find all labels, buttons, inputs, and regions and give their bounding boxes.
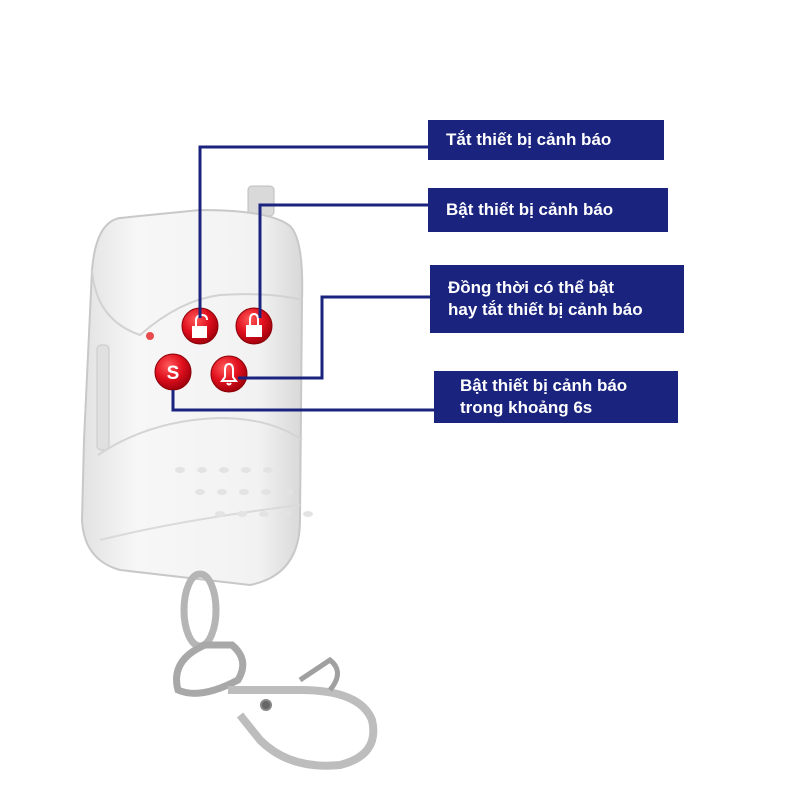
grip-dot [195, 489, 205, 495]
grip-dot [197, 467, 207, 473]
unlock-icon [192, 313, 208, 338]
grip-dot [259, 511, 269, 517]
leader-lines [171, 145, 434, 412]
grip-dot [283, 489, 293, 495]
callout-arm-6s: Bật thiết bị cảnh báo trong khoảng 6s [434, 371, 678, 423]
grip-dot [219, 467, 229, 473]
button-s[interactable]: S [154, 353, 192, 391]
lock-icon [246, 312, 262, 337]
button-bell[interactable] [210, 355, 248, 393]
leader-line-1 [198, 145, 428, 318]
grip-dot [303, 511, 313, 517]
callout-disarm: Tắt thiết bị cảnh báo [428, 120, 664, 160]
leader-line-3 [238, 295, 430, 380]
grip-dots [175, 467, 313, 517]
callout-arm-text: Bật thiết bị cảnh báo [446, 200, 614, 219]
callout-arm-6s-line-2: trong khoảng 6s [460, 398, 593, 417]
callout-toggle-line-2: hay tắt thiết bị cảnh báo [448, 300, 643, 319]
grip-dot [281, 511, 291, 517]
bell-icon [220, 362, 238, 386]
callout-disarm-text: Tắt thiết bị cảnh báo [446, 130, 612, 149]
grip-dot [175, 467, 185, 473]
button-lock[interactable] [235, 307, 273, 345]
leader-line-2 [258, 203, 428, 318]
callout-toggle: Đồng thời có thể bật hay tắt thiết bị cả… [430, 265, 684, 333]
leader-line-4 [171, 390, 434, 412]
grip-dot [215, 511, 225, 517]
grip-dot [241, 467, 251, 473]
grip-dot [261, 489, 271, 495]
grip-dot [263, 467, 273, 473]
remote-body [80, 208, 304, 587]
s-letter-icon: S [167, 363, 180, 384]
grip-dot [217, 489, 227, 495]
grip-dot [239, 489, 249, 495]
grip-dot [237, 511, 247, 517]
callout-arm-6s-line-1: Bật thiết bị cảnh báo [460, 376, 628, 395]
keychain [173, 570, 378, 770]
callout-arm: Bật thiết bị cảnh báo [428, 188, 668, 232]
callout-toggle-line-1: Đồng thời có thể bật [448, 278, 615, 297]
